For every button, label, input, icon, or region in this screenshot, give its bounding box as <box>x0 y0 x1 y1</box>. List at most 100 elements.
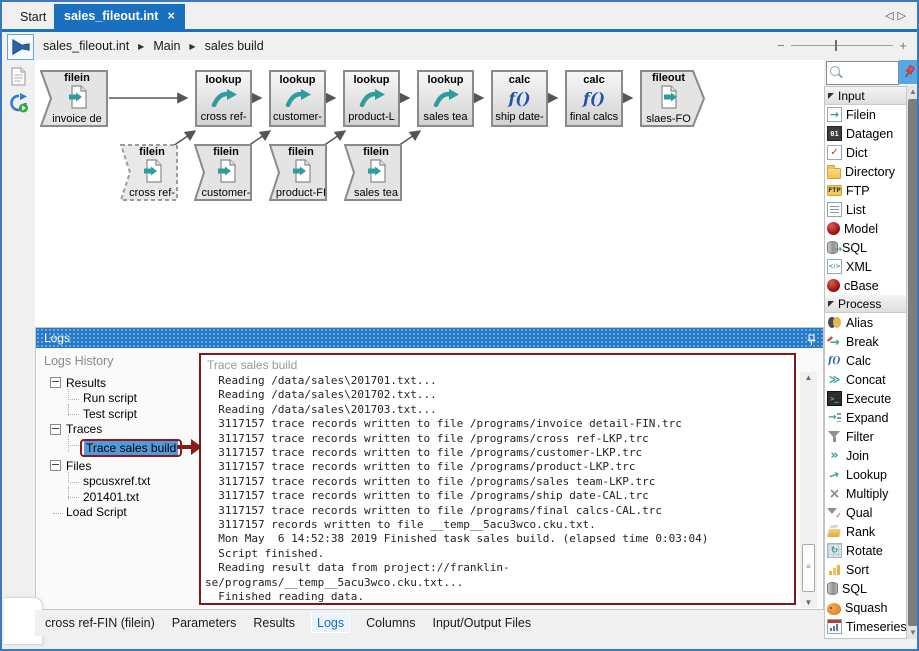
palette-item-alias[interactable]: Alias <box>825 313 906 332</box>
node-filein-sales-team[interactable]: filein sales tea <box>344 144 402 201</box>
palette-item-datagen[interactable]: Datagen <box>825 124 906 143</box>
palette-item-squash[interactable]: Squash <box>825 598 906 617</box>
collapse-icon[interactable] <box>50 460 61 472</box>
zoom-out-icon[interactable]: − <box>777 38 785 53</box>
tree-item-files[interactable]: Files <box>50 458 182 474</box>
palette-scrollbar[interactable]: ▲ ▼ <box>907 86 917 639</box>
tree-item-traces[interactable]: Traces <box>50 422 182 438</box>
collapse-icon[interactable] <box>50 423 61 435</box>
scrollbar-grip-icon: ≡ <box>806 562 811 571</box>
palette-item-list[interactable]: List <box>825 200 906 219</box>
squash-icon <box>827 602 841 615</box>
palette-item-concat[interactable]: Concat <box>825 370 906 389</box>
log-scrollbar[interactable]: ▲ ≡ ▼ <box>800 372 817 608</box>
palette-item-sql-input[interactable]: SQL <box>825 238 906 257</box>
scroll-up-icon[interactable]: ▲ <box>909 87 917 96</box>
file-document-icon <box>275 159 327 183</box>
palette-item-multiply[interactable]: Multiply <box>825 484 906 503</box>
node-lookup-sales-team[interactable]: lookup sales tea <box>417 70 474 127</box>
breadcrumb-file[interactable]: sales_fileout.int <box>43 39 130 53</box>
flow-canvas[interactable]: filein invoice de lookup cross ref- look… <box>35 60 824 327</box>
node-filein-product[interactable]: filein product-FI <box>269 144 327 201</box>
palette-item-cbase[interactable]: cBase <box>825 276 906 295</box>
log-line: 3117157 trace records written to file /p… <box>205 460 636 474</box>
tab-sales-fileout[interactable]: sales_fileout.int× <box>54 4 185 29</box>
search-input[interactable] <box>843 63 899 83</box>
run-history-icon[interactable] <box>9 93 29 113</box>
tree-item-test-script[interactable]: Test script <box>50 404 182 422</box>
tree-item-run-script[interactable]: Run script <box>50 388 182 407</box>
palette-item-dict[interactable]: Dict <box>825 143 906 162</box>
log-line: 3117157 records written to file __temp__… <box>205 518 596 532</box>
script-document-icon[interactable] <box>9 67 29 86</box>
pin-icon[interactable] <box>807 332 816 352</box>
scroll-down-icon[interactable]: ▼ <box>804 598 813 607</box>
palette-item-rotate[interactable]: Rotate <box>825 541 906 560</box>
palette-item-rank[interactable]: Rank <box>825 522 906 541</box>
zoom-slider-track[interactable] <box>791 45 893 46</box>
palette-section-input[interactable]: Input <box>825 87 906 105</box>
zoom-slider[interactable]: − + <box>777 32 907 60</box>
palette-item-execute[interactable]: Execute <box>825 389 906 408</box>
tab-input-output-files[interactable]: Input/Output Files <box>432 616 532 630</box>
tree-item-load-script[interactable]: Load Script <box>50 505 182 521</box>
palette-item-lookup[interactable]: Lookup <box>825 465 906 484</box>
lookup-arrow-icon <box>827 467 842 482</box>
palette-item-calc[interactable]: Calc <box>825 351 906 370</box>
tab-results[interactable]: Results <box>253 616 296 630</box>
breadcrumb-task[interactable]: sales build <box>204 39 264 53</box>
node-calc-ship-date[interactable]: calc f() ship date- <box>491 70 548 127</box>
logs-panel-header[interactable]: Logs <box>36 328 823 348</box>
run-button[interactable] <box>7 34 34 60</box>
breadcrumb-main[interactable]: Main <box>153 39 181 53</box>
palette-item-xml[interactable]: XML <box>825 257 906 276</box>
palette-item-expand[interactable]: Expand <box>825 408 906 427</box>
tab-logs[interactable]: Logs <box>311 613 351 633</box>
palette-section-process[interactable]: Process <box>825 295 906 313</box>
tab-scroll-right-icon[interactable]: ▷ <box>897 10 910 22</box>
log-scrollbar-thumb[interactable]: ≡ <box>802 544 815 592</box>
node-filein-invoice[interactable]: filein invoice de <box>40 70 108 127</box>
palette-search-box[interactable] <box>826 61 899 85</box>
palette-scrollbar-thumb[interactable] <box>908 99 917 626</box>
palette-item-directory[interactable]: Directory <box>825 162 906 181</box>
node-filein-customer[interactable]: filein customer- <box>194 144 252 201</box>
palette-item-filein[interactable]: Filein <box>825 105 906 124</box>
zoom-in-icon[interactable]: + <box>899 38 907 53</box>
palette-item-sql-process[interactable]: SQL <box>825 579 906 598</box>
close-icon[interactable]: × <box>167 9 175 23</box>
tab-scroll-left-icon[interactable]: ◁ <box>885 10 898 22</box>
scroll-down-icon[interactable]: ▼ <box>909 628 917 637</box>
palette-item-join[interactable]: Join <box>825 446 906 465</box>
node-fileout-sales[interactable]: fileout slaes-FO <box>640 70 705 127</box>
node-lookup-customer[interactable]: lookup customer- <box>269 70 326 127</box>
node-lookup-cross-ref[interactable]: lookup cross ref- <box>195 70 252 127</box>
tree-item-results[interactable]: Results <box>50 375 182 391</box>
palette-item-break[interactable]: Break <box>825 332 906 351</box>
palette-pin-button[interactable] <box>899 60 917 84</box>
tree-item-spcusxref[interactable]: spcusxref.txt <box>50 471 182 490</box>
node-lookup-product[interactable]: lookup product-L <box>343 70 400 127</box>
pushpin-icon <box>904 65 915 78</box>
scroll-up-icon[interactable]: ▲ <box>804 373 813 382</box>
timeseries-icon <box>827 619 842 634</box>
node-filein-cross-ref-selected[interactable]: filein cross ref- <box>120 144 178 201</box>
tree-item-trace-sales-build[interactable]: Trace sales build <box>50 435 183 458</box>
zoom-slider-thumb[interactable] <box>835 40 837 51</box>
node-calc-final-calcs[interactable]: calc f() final calcs <box>565 70 623 127</box>
multiply-icon <box>827 486 842 501</box>
tab-cross-ref-fin[interactable]: cross ref-FIN (filein) <box>45 616 155 630</box>
tab-parameters[interactable]: Parameters <box>171 616 237 630</box>
collapse-icon[interactable] <box>50 377 61 389</box>
palette-item-ftp[interactable]: FTP <box>825 181 906 200</box>
tree-item-201401[interactable]: 201401.txt <box>50 487 182 505</box>
palette-item-qual[interactable]: Qual <box>825 503 906 522</box>
palette-item-filter[interactable]: Filter <box>825 427 906 446</box>
palette-item-timeseries[interactable]: Timeseries <box>825 617 906 636</box>
tab-start[interactable]: Start <box>20 10 47 24</box>
logs-panel-body: Logs History Results Run script Test scr… <box>36 348 823 609</box>
palette-item-model[interactable]: Model <box>825 219 906 238</box>
palette-item-sort[interactable]: Sort <box>825 560 906 579</box>
tab-columns[interactable]: Columns <box>366 616 416 630</box>
